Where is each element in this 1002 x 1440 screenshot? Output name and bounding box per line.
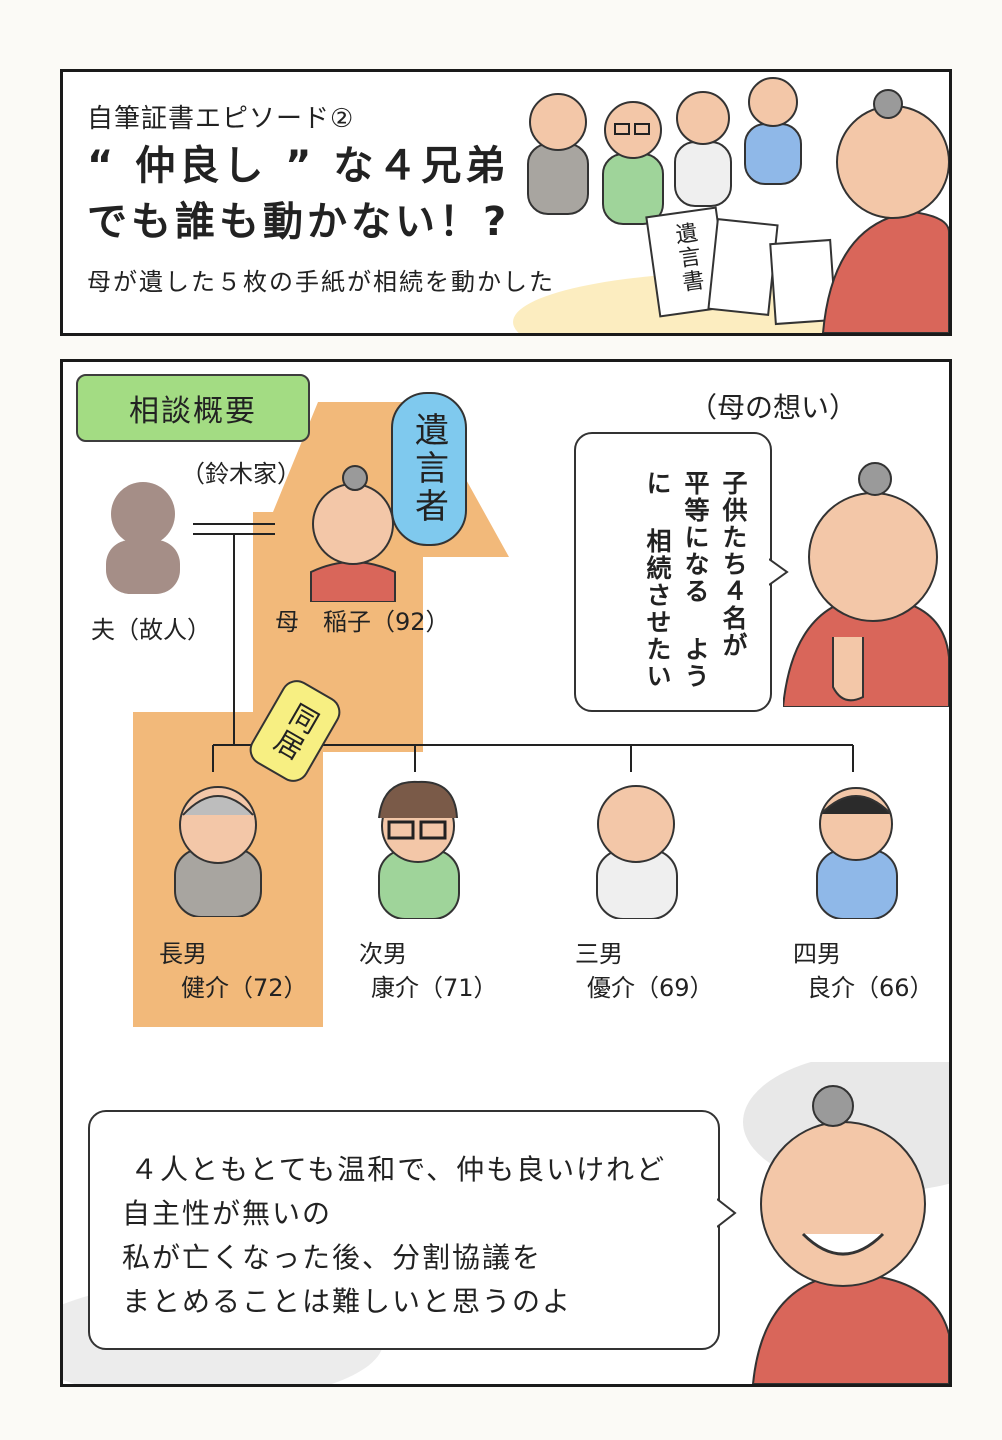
brother-figure-4 [744,77,802,185]
mother-wish-heading: （母の想い） [689,391,858,424]
testator-tag: 遺言者 [391,392,467,546]
son-2-name: 康介（71） [371,974,498,1002]
son-2-portrait [378,780,460,919]
son-3-role: 三男 [575,940,623,968]
wish-bubble-tail [769,558,789,586]
wish-line-2: 平等になる [681,470,710,605]
son-3-name: 優介（69） [587,974,714,1002]
brother-figure-2 [602,101,664,225]
headline-line-2: でも誰も動かない！? [87,199,511,245]
family-name: （鈴木家） [181,460,301,488]
mother-writing-figure [821,89,949,333]
mother-portrait [310,465,396,602]
son-1-name: 健介（72） [181,974,308,1002]
son-1-portrait [174,786,262,917]
son-2-role: 次男 [359,940,407,968]
wish-line-1: 子供たち４名が [719,470,748,659]
headline-line-1: “ 仲良し ” な４兄弟 [87,143,510,189]
consultation-overview-label: 相談概要 [76,374,310,442]
brother-figure-3 [674,91,732,207]
wish-line-3: ように [643,470,710,690]
mother-label: 母 稲子（92） [275,608,450,636]
son-4-name: 良介（66） [807,974,934,1002]
mother-smiling-portrait [751,1085,949,1384]
quote-bubble-tail [717,1198,737,1228]
overview-panel: 相談概要 （鈴木家） 遺言者 同居 夫（故人） 母 稲子（92） 長男 健介（7… [60,359,952,1387]
husband-silhouette [106,482,180,594]
son-1-role: 長男 [159,940,207,968]
quote-line-4: まとめることは難しいと思うのよ [122,1285,573,1318]
husband-label: 夫（故人） [91,616,211,644]
mother-wish-text: 子供たち４名が 平等になる ように 相続させたい [638,470,752,700]
son-3-portrait [596,785,678,919]
title-illustration [513,77,949,333]
episode-kicker: 自筆証書エピソード② [87,104,355,134]
son-4-portrait [816,787,898,919]
title-panel: 自筆証書エピソード② “ 仲良し ” な４兄弟 でも誰も動かない！? 母が遺した… [60,69,952,336]
headline-subtitle: 母が遺した５枚の手紙が相続を動かした [87,268,555,296]
quote-line-2: 自主性が無いの [122,1197,333,1230]
son-4-role: 四男 [793,940,841,968]
mother-quote-bubble: ４人ともとても温和で、仲も良いけれど 自主性が無いの 私が亡くなった後、分割協議… [88,1110,720,1350]
brother-figure-1 [527,93,589,215]
quote-line-1: ４人ともとても温和で、仲も良いけれど [130,1153,667,1186]
quote-line-3: 私が亡くなった後、分割協議を [122,1241,543,1274]
mother-wish-bubble: 子供たち４名が 平等になる ように 相続させたい [574,432,772,712]
wish-line-4: 相続させたい [643,528,672,690]
mother-wish-portrait [783,462,949,707]
